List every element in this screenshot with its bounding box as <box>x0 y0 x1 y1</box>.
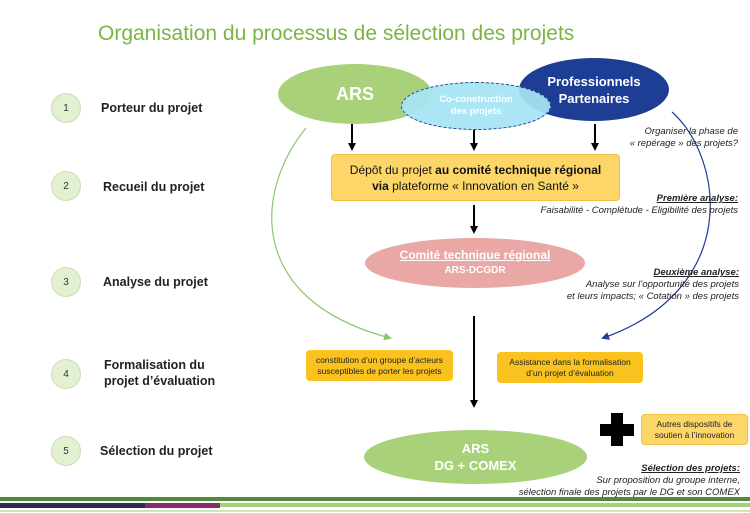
constitution-box-line1: constitution d’un groupe d’acteurs <box>315 354 444 365</box>
final-ellipse-line1: ARS <box>461 441 490 456</box>
selection-projets-line2: sélection finale des projets par le DG e… <box>518 487 740 498</box>
bottom-band-lightgreen <box>220 503 750 507</box>
step-3-label: Analyse du projet <box>103 275 208 289</box>
comite-ellipse-line1: Comité technique régional <box>399 248 551 262</box>
step-4-circle: 4 <box>51 359 81 389</box>
depot-text-3: via <box>372 178 389 193</box>
step-3-circle: 3 <box>51 267 81 297</box>
step-1-label: Porteur du projet <box>101 101 203 115</box>
constitution-box-line2: susceptibles de porter les projets <box>317 365 442 376</box>
comite-ellipse: Comité technique régional ARS-DCGDR <box>365 238 585 288</box>
assistance-box: Assistance dans la formalisation d’un pr… <box>497 352 643 383</box>
bottom-band-thin <box>0 510 750 512</box>
premiere-analyse-text: Faisabilité - Complétude - Eligibilité d… <box>540 205 738 216</box>
selection-projets-heading: Sélection des projets: <box>641 463 740 474</box>
autres-box-line1: Autres dispositifs de <box>656 418 733 429</box>
professionnels-ellipse-line1: Professionnels <box>547 73 641 89</box>
autres-dispositifs-box: Autres dispositifs de soutien à l’innova… <box>641 414 748 445</box>
deuxieme-analyse-line1: Analyse sur l’opportunité des projets <box>585 279 739 290</box>
professionnels-ellipse-line2: Partenaires <box>558 90 630 106</box>
selection-projets-line1: Sur proposition du groupe interne, <box>596 475 740 486</box>
reperage-note-line1: Organiser la phase de <box>644 126 738 137</box>
step-2-label: Recueil du projet <box>103 180 205 194</box>
depot-box-line2: via plateforme « Innovation en Santé » <box>372 178 579 194</box>
step-4-label: Formalisation du projet d’évaluation <box>104 357 215 389</box>
constitution-box: constitution d’un groupe d’acteurs susce… <box>306 350 453 381</box>
curve-professionnels-to-assistance <box>601 111 711 340</box>
depot-text-2: au comité technique régional <box>435 162 602 177</box>
depot-text-1: Dépôt du projet <box>349 162 436 177</box>
selection-projets-note: Sélection des projets: Sur proposition d… <box>519 463 740 499</box>
depot-box-line1: Dépôt du projet au comité technique régi… <box>350 162 601 178</box>
final-selection-ellipse: ARS DG + COMEX <box>364 430 587 484</box>
step-4-label-line1: Formalisation du <box>104 358 205 372</box>
ars-ellipse-label: ARS <box>335 83 374 104</box>
final-ellipse-line2: DG + COMEX <box>434 458 517 473</box>
assistance-box-line1: Assistance dans la formalisation <box>509 356 631 367</box>
depot-text-4: plateforme « Innovation en Santé » <box>388 178 579 193</box>
bottom-band-green <box>0 497 750 501</box>
coconstruction-ellipse: Co-construction des projets <box>401 82 551 130</box>
step-4-label-line2: projet d’évaluation <box>104 374 216 388</box>
deuxieme-analyse-line2: et leurs impacts; « Cotation » des proje… <box>566 291 739 302</box>
bottom-band-dark <box>0 503 145 508</box>
step-5-label: Sélection du projet <box>100 444 213 458</box>
step-2-circle: 2 <box>51 171 81 201</box>
autres-box-line2: soutien à l’innovation <box>654 429 735 440</box>
deuxieme-analyse-heading: Deuxième analyse: <box>653 267 739 278</box>
bottom-band-purple <box>145 503 220 508</box>
coconstruction-ellipse-line2: des projets <box>450 106 502 117</box>
premiere-analyse-heading: Première analyse: <box>656 193 738 204</box>
step-5-circle: 5 <box>51 436 81 466</box>
deuxieme-analyse-note: Deuxième analyse: Analyse sur l’opportun… <box>567 267 739 303</box>
curve-ars-to-constitution <box>271 127 392 341</box>
coconstruction-ellipse-line1: Co-construction <box>439 94 513 105</box>
assistance-box-line2: d’un projet d’évaluation <box>526 367 614 378</box>
depot-box: Dépôt du projet au comité technique régi… <box>331 154 620 201</box>
page-title: Organisation du processus de sélection d… <box>98 22 575 45</box>
premiere-analyse-note: Première analyse: Faisabilité - Complétu… <box>541 193 738 217</box>
step-1-circle: 1 <box>51 93 81 123</box>
reperage-note-line2: « repérage » des projets? <box>629 138 738 149</box>
comite-ellipse-line2: ARS-DCGDR <box>444 265 506 276</box>
reperage-note: Organiser la phase de « repérage » des p… <box>630 126 738 150</box>
